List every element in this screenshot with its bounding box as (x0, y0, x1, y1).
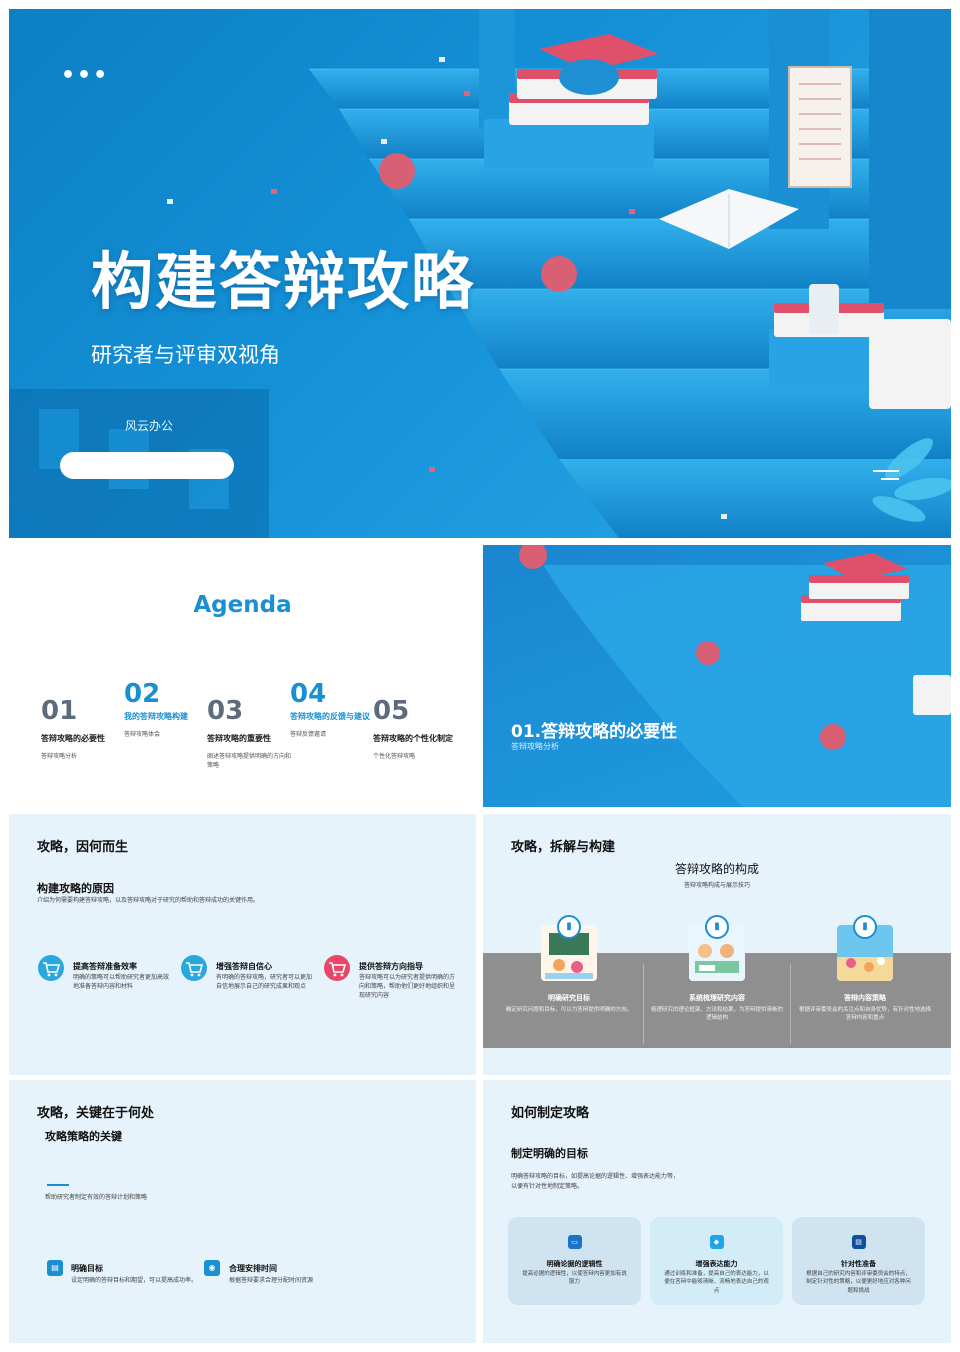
hamburger-menu-icon[interactable] (873, 470, 899, 486)
plan-slide: 如何制定攻略 制定明确的目标 明确答辩攻略的目标，如提高论据的逻辑性、增强表达能… (483, 1080, 951, 1343)
agenda-item[interactable]: 04 答辩攻略的反馈与建议 答辩反馈邀请 (290, 681, 390, 739)
slide-intro: 帮助研究者制定有效的答辩计划和策略 (45, 1194, 148, 1201)
feature-desc: 明确的策略可以帮助研究者更加高效地准备答辩内容和材料 (73, 974, 170, 990)
slide-title: 攻略，拆解与构建 (511, 840, 616, 855)
accent-bar (47, 1184, 69, 1186)
composition-slide: 攻略，拆解与构建 答辩攻略的构成 答辩攻略构成与展示技巧 ▮ 明确研究目标 确定… (483, 814, 951, 1075)
agenda-heading: 答辩攻略的重要性 (207, 734, 271, 743)
card-title: 系统梳理研究内容 (689, 994, 745, 1002)
cover-illustration (9, 9, 951, 538)
agenda-desc: 答辩反馈邀请 (290, 731, 327, 738)
card-desc: 根据评审委员会的关注点和自身优势，有针对性地选择答辩内容和重点 (799, 1007, 932, 1022)
goal-desc: 根据自己的研究内容和评审委员会的特点，制定针对性的策略，以便更好地应对各种问题和… (806, 1271, 911, 1294)
cover-pill-button[interactable] (60, 452, 234, 479)
feature-desc: 有明确的答辩攻略，研究者可以更加自信地展示自己的研究成果和观点 (216, 974, 313, 990)
image-icon: ▤ (47, 1260, 63, 1276)
slide-subtitle: 构建攻略的原因 (37, 882, 114, 895)
section-title: 01.答辩攻略的必要性 (511, 722, 678, 742)
agenda-heading: 答辩攻略的个性化制定 (373, 734, 453, 743)
goal-desc: 通过训练和准备，提高自己的表达能力，以便在答辩中能够清晰、流畅地表达自己的观点 (664, 1271, 769, 1294)
composition-card: ▮ 答辩内容策略 根据评审委员会的关注点和自身优势，有针对性地选择答辩内容和重点 (785, 915, 945, 1048)
goal-title: 增强表达能力 (695, 1260, 738, 1268)
agenda-item[interactable]: 05 答辩攻略的个性化制定 个性化答辩攻略 (373, 698, 473, 761)
slide-subtitle: 制定明确的目标 (511, 1147, 588, 1160)
feature-item: 增强答辩自信心 有明确的答辩攻略，研究者可以更加自信地展示自己的研究成果和观点 (180, 954, 313, 1004)
agenda-item[interactable]: 03 答辩攻略的重要性 阐述答辩攻略提供明确的方向和策略 (207, 698, 307, 770)
agenda-number: 03 (207, 696, 244, 726)
composition-card: ▮ 明确研究目标 确定研究问题和目标，可以为答辩提供明确的方向。 (489, 915, 649, 1048)
goal-title: 针对性准备 (841, 1260, 876, 1268)
cart-icon (324, 955, 350, 981)
cover-subtitle: 研究者与评审双视角 (91, 343, 280, 367)
menu-dots-icon[interactable]: ••• (61, 63, 110, 88)
keys-slide: 攻略，关键在于何处 攻略策略的关键 帮助研究者制定有效的答辩计划和策略 ▤ 明确… (9, 1080, 476, 1343)
agenda-title: Agenda (193, 592, 292, 618)
agenda-heading: 答辩攻略的反馈与建议 (290, 712, 370, 721)
cover-slide: ••• 构建答辩攻略 研究者与评审双视角 风云办公 (9, 9, 951, 538)
agenda-heading: 我的答辩攻略构建 (124, 712, 188, 721)
agenda-heading: 答辩攻略的必要性 (41, 734, 105, 743)
agenda-number: 04 (290, 679, 327, 709)
chart-badge-icon: ▮ (705, 915, 729, 939)
cover-brand: 风云办公 (125, 419, 174, 433)
key-title: 合理安排时间 (229, 1264, 277, 1273)
feature-item: 提高答辩准备效率 明确的策略可以帮助研究者更加高效地准备答辩内容和材料 (37, 954, 170, 1004)
center-subtitle: 答辩攻略构成与展示技巧 (683, 882, 750, 889)
agenda-item[interactable]: 02 我的答辩攻略构建 答辩攻略体会 (124, 681, 224, 739)
agenda-item[interactable]: 01 答辩攻略的必要性 答辩攻略分析 (41, 698, 141, 761)
agenda-desc: 答辩攻略分析 (41, 753, 78, 760)
section-subtitle: 答辩攻略分析 (511, 742, 559, 751)
slide-subtitle: 攻略策略的关键 (45, 1130, 122, 1143)
key-desc: 设定明确的答辩目标和期望，可以提高成功率。 (71, 1277, 198, 1284)
slide-title: 攻略，关键在于何处 (37, 1106, 155, 1121)
goal-desc: 提高论据的逻辑性，以使答辩内容更加有说服力 (522, 1271, 627, 1286)
section-illustration (519, 545, 951, 807)
cart-icon (181, 955, 207, 981)
agenda-number: 01 (41, 696, 78, 726)
feature-title: 增强答辩自信心 (216, 962, 272, 971)
section-slide: 01.答辩攻略的必要性 答辩攻略分析 (483, 545, 951, 807)
agenda-slide: Agenda 01 答辩攻略的必要性 答辩攻略分析 02 我的答辩攻略构建 答辩… (9, 545, 476, 807)
card-title: 明确研究目标 (548, 994, 590, 1002)
feature-title: 提高答辩准备效率 (73, 962, 137, 971)
slide-intro: 介绍为何需要构建答辩攻略，以及答辩攻略对于研究的帮助和答辩成功的关键作用。 (37, 897, 260, 904)
archive-icon: ▭ (567, 1235, 582, 1249)
agenda-desc: 答辩攻略体会 (124, 731, 161, 738)
key-desc: 根据答辩要求合理分配时间资源 (229, 1277, 314, 1284)
composition-card: ▮ 系统梳理研究内容 梳理研究的理论框架、方法和结果，为答辩提供清晰的逻辑结构 (637, 915, 797, 1048)
location-icon: ◆ (709, 1235, 724, 1249)
document-icon: ▤ (851, 1235, 866, 1249)
slide-intro: 明确答辩攻略的目标，如提高论据的逻辑性、增强表达能力等，以便有针对性地制定策略。 (511, 1173, 680, 1190)
agenda-desc: 阐述答辩攻略提供明确的方向和策略 (207, 753, 292, 769)
agenda-desc: 个性化答辩攻略 (373, 753, 416, 760)
feature-item: 提供答辩方向指导 答辩攻略可以为研究者提供明确的方向和策略，帮助他们更好地组织和… (323, 954, 456, 1004)
cover-title: 构建答辩攻略 (91, 245, 476, 318)
chart-badge-icon: ▮ (853, 915, 877, 939)
goal-title: 明确论据的逻辑性 (546, 1260, 603, 1268)
agenda-number: 02 (124, 679, 161, 709)
target-icon: ◉ (204, 1260, 220, 1276)
cart-icon (38, 955, 64, 981)
reasons-slide: 攻略，因何而生 构建攻略的原因 介绍为何需要构建答辩攻略，以及答辩攻略对于研究的… (9, 814, 476, 1075)
card-desc: 梳理研究的理论框架、方法和结果，为答辩提供清晰的逻辑结构 (651, 1007, 784, 1022)
goal-card: ▭ 明确论据的逻辑性 提高论据的逻辑性，以使答辩内容更加有说服力 (508, 1217, 641, 1305)
center-title: 答辩攻略的构成 (674, 862, 759, 876)
agenda-number: 05 (373, 696, 410, 726)
divider (790, 964, 791, 1044)
goal-card: ◆ 增强表达能力 通过训练和准备，提高自己的表达能力，以便在答辩中能够清晰、流畅… (650, 1217, 783, 1305)
slide-title: 攻略，因何而生 (37, 840, 129, 855)
card-title: 答辩内容策略 (844, 994, 886, 1002)
feature-desc: 答辩攻略可以为研究者提供明确的方向和策略，帮助他们更好地组织和呈现研究内容 (359, 974, 456, 999)
slide-title: 如何制定攻略 (511, 1106, 590, 1121)
chart-badge-icon: ▮ (557, 915, 581, 939)
divider (643, 964, 644, 1044)
feature-title: 提供答辩方向指导 (359, 962, 423, 971)
card-desc: 确定研究问题和目标，可以为答辩提供明确的方向。 (505, 1007, 633, 1013)
key-title: 明确目标 (71, 1264, 103, 1273)
goal-card: ▤ 针对性准备 根据自己的研究内容和评审委员会的特点，制定针对性的策略，以便更好… (792, 1217, 925, 1305)
